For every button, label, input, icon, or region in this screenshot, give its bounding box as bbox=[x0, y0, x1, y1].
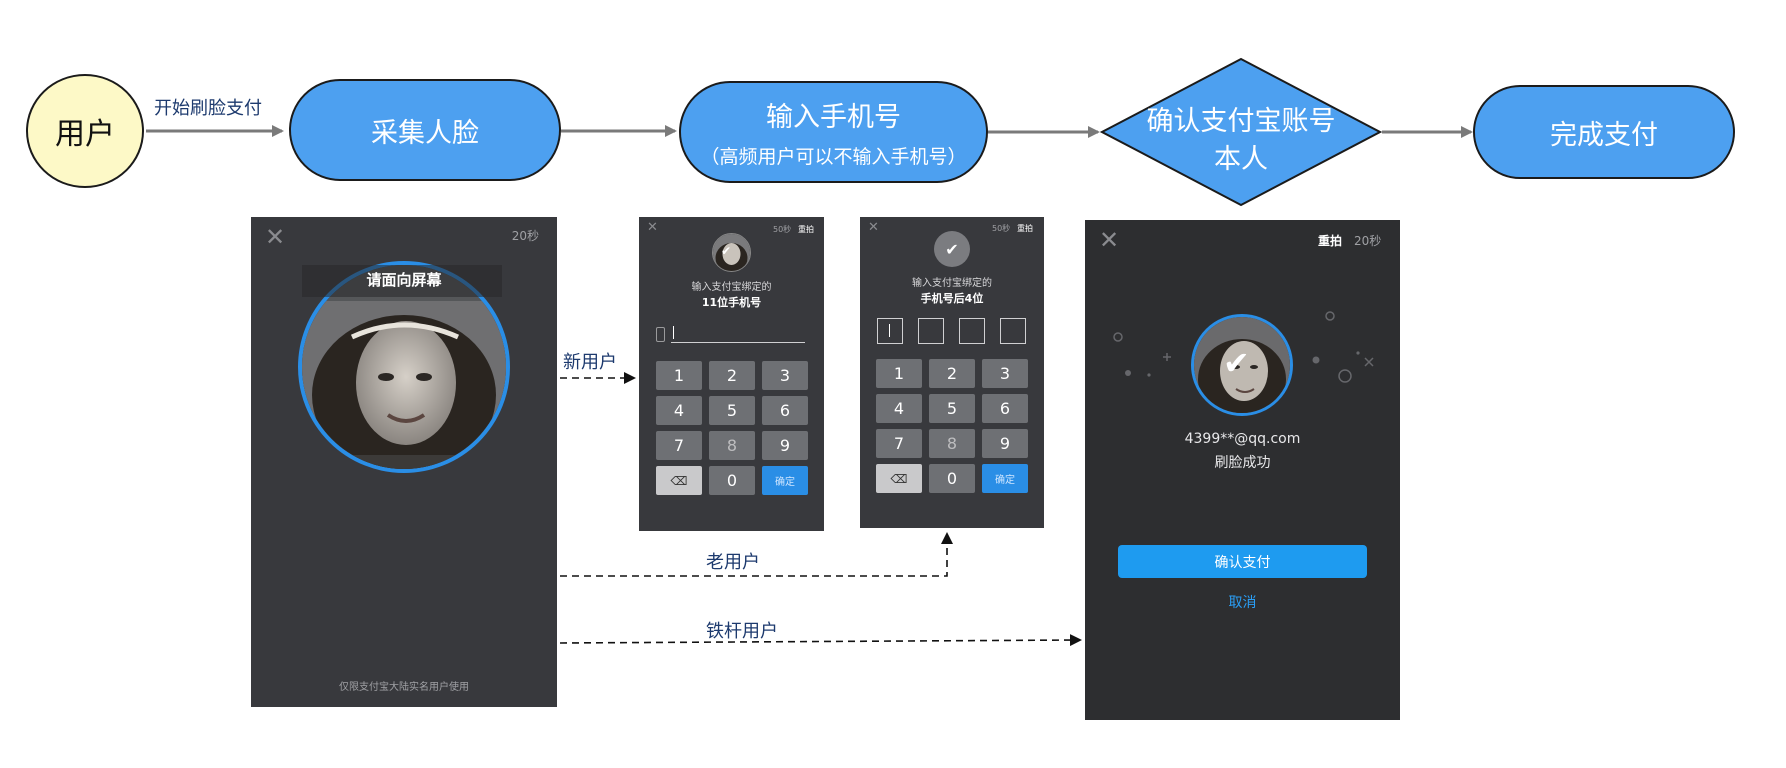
digit-box-1[interactable] bbox=[877, 318, 903, 344]
digit-box-2[interactable] bbox=[918, 318, 944, 344]
screen-last4-entry: ✕ 50秒 重拍 ✔ 输入支付宝绑定的 手机号后4位 1 2 3 4 5 6 7… bbox=[860, 217, 1044, 528]
capture-face-label: 采集人脸 bbox=[371, 117, 479, 149]
capture-face-node: 采集人脸 bbox=[289, 79, 561, 181]
payment-complete-label: 完成支付 bbox=[1550, 119, 1658, 151]
avatar bbox=[1191, 314, 1293, 416]
timer-label: 50秒 bbox=[992, 224, 1011, 233]
face-portrait bbox=[302, 265, 506, 469]
enter-phone-node: 输入手机号 （高频用户可以不输入手机号） bbox=[679, 81, 988, 183]
digit-box-4[interactable] bbox=[1000, 318, 1026, 344]
key-5[interactable]: 5 bbox=[709, 396, 755, 425]
user-node: 用户 bbox=[26, 74, 144, 188]
confirm-account-decision bbox=[1100, 57, 1382, 207]
screen-face-success: ✕ 重拍 20秒 ✔ 4399**@qq.com 刷脸成功 确认支付 取消 bbox=[1085, 220, 1400, 720]
key-8[interactable]: 8 bbox=[929, 429, 975, 458]
phone-number-input[interactable] bbox=[671, 324, 805, 343]
backspace-key[interactable]: ⌫ bbox=[876, 464, 922, 493]
phone-prompt-line2: 11位手机号 bbox=[701, 296, 762, 309]
edge-label-start: 开始刷脸支付 bbox=[154, 98, 262, 119]
retake-link[interactable]: 重拍 bbox=[1017, 224, 1033, 233]
branch-label-loyal-user: 铁杆用户 bbox=[706, 621, 778, 642]
screen-face-capture: ✕ 20秒 请面向屏幕 仅限支付宝大陆实名用户使用 bbox=[251, 217, 557, 707]
key-7[interactable]: 7 bbox=[656, 431, 702, 460]
last4-prompt-line1: 输入支付宝绑定的 bbox=[912, 278, 992, 289]
close-icon[interactable]: ✕ bbox=[1099, 226, 1120, 254]
confirm-pay-label: 确认支付 bbox=[1214, 554, 1271, 571]
timer-label: 50秒 bbox=[773, 225, 792, 234]
key-2[interactable]: 2 bbox=[929, 359, 975, 388]
branch-label-new-user: 新用户 bbox=[563, 352, 617, 373]
last4-prompt-line2: 手机号后4位 bbox=[920, 292, 984, 305]
backspace-key[interactable]: ⌫ bbox=[656, 466, 702, 495]
edge-loyal-user bbox=[559, 634, 1082, 647]
key-0[interactable]: 0 bbox=[929, 464, 975, 493]
retake-link[interactable]: 重拍 bbox=[1318, 234, 1343, 248]
payment-complete-node: 完成支付 bbox=[1473, 85, 1735, 179]
check-icon: ✔ bbox=[1223, 344, 1250, 382]
check-icon: ✔ bbox=[721, 244, 732, 258]
enter-phone-title: 输入手机号 bbox=[766, 102, 901, 133]
screen1-footer: 仅限支付宝大陆实名用户使用 bbox=[339, 682, 469, 693]
confirm-account-line1: 确认支付宝账号 bbox=[1146, 106, 1336, 137]
phone-icon bbox=[656, 327, 665, 342]
account-label: 4399**@qq.com bbox=[1184, 431, 1301, 447]
confirm-account-line2: 本人 bbox=[1214, 144, 1268, 175]
key-4[interactable]: 4 bbox=[656, 396, 702, 425]
user-node-label: 用户 bbox=[55, 117, 115, 152]
phone-prompt-line1: 输入支付宝绑定的 bbox=[691, 282, 772, 293]
confirm-pay-button[interactable]: 确认支付 bbox=[1118, 545, 1367, 578]
verified-badge: ✔ bbox=[934, 231, 970, 267]
enter-phone-subtitle: （高频用户可以不输入手机号） bbox=[700, 146, 967, 168]
key-6[interactable]: 6 bbox=[982, 394, 1028, 423]
check-icon: ✔ bbox=[945, 239, 959, 259]
key-3[interactable]: 3 bbox=[982, 359, 1028, 388]
close-icon[interactable]: ✕ bbox=[868, 220, 879, 235]
key-7[interactable]: 7 bbox=[876, 429, 922, 458]
confirm-key[interactable]: 确定 bbox=[762, 466, 808, 495]
key-3[interactable]: 3 bbox=[762, 361, 808, 390]
key-9[interactable]: 9 bbox=[982, 429, 1028, 458]
face-prompt: 请面向屏幕 bbox=[366, 271, 442, 289]
key-4[interactable]: 4 bbox=[876, 394, 922, 423]
keypad: 1 2 3 4 5 6 7 8 9 ⌫ 0 确定 bbox=[639, 217, 824, 531]
decorative-particles bbox=[1113, 311, 1374, 383]
countdown-timer: 20秒 bbox=[1354, 234, 1382, 248]
backspace-icon: ⌫ bbox=[670, 473, 688, 488]
status-label: 刷脸成功 bbox=[1214, 455, 1271, 471]
close-icon[interactable]: ✕ bbox=[647, 220, 658, 235]
face-prompt-band bbox=[302, 265, 502, 297]
key-0[interactable]: 0 bbox=[709, 466, 755, 495]
confirm-account-label: 确认支付宝账号 本人 bbox=[1100, 103, 1382, 179]
cancel-link[interactable]: 取消 bbox=[1228, 595, 1257, 611]
key-1[interactable]: 1 bbox=[656, 361, 702, 390]
edge-old-user bbox=[560, 532, 953, 577]
screen-phone-entry: ✕ 50秒 重拍 ✔ 输入支付宝绑定的 11位手机号 1 2 3 4 5 6 7… bbox=[639, 217, 824, 531]
retake-link[interactable]: 重拍 bbox=[798, 225, 814, 234]
key-6[interactable]: 6 bbox=[762, 396, 808, 425]
avatar bbox=[712, 233, 751, 272]
confirm-key[interactable]: 确定 bbox=[982, 464, 1028, 493]
backspace-icon: ⌫ bbox=[890, 471, 908, 486]
countdown-timer: 20秒 bbox=[511, 229, 539, 243]
key-8[interactable]: 8 bbox=[709, 431, 755, 460]
close-icon[interactable]: ✕ bbox=[265, 223, 286, 251]
key-1[interactable]: 1 bbox=[876, 359, 922, 388]
digit-box-3[interactable] bbox=[959, 318, 985, 344]
branch-label-old-user: 老用户 bbox=[706, 552, 760, 573]
key-9[interactable]: 9 bbox=[762, 431, 808, 460]
key-5[interactable]: 5 bbox=[929, 394, 975, 423]
key-2[interactable]: 2 bbox=[709, 361, 755, 390]
